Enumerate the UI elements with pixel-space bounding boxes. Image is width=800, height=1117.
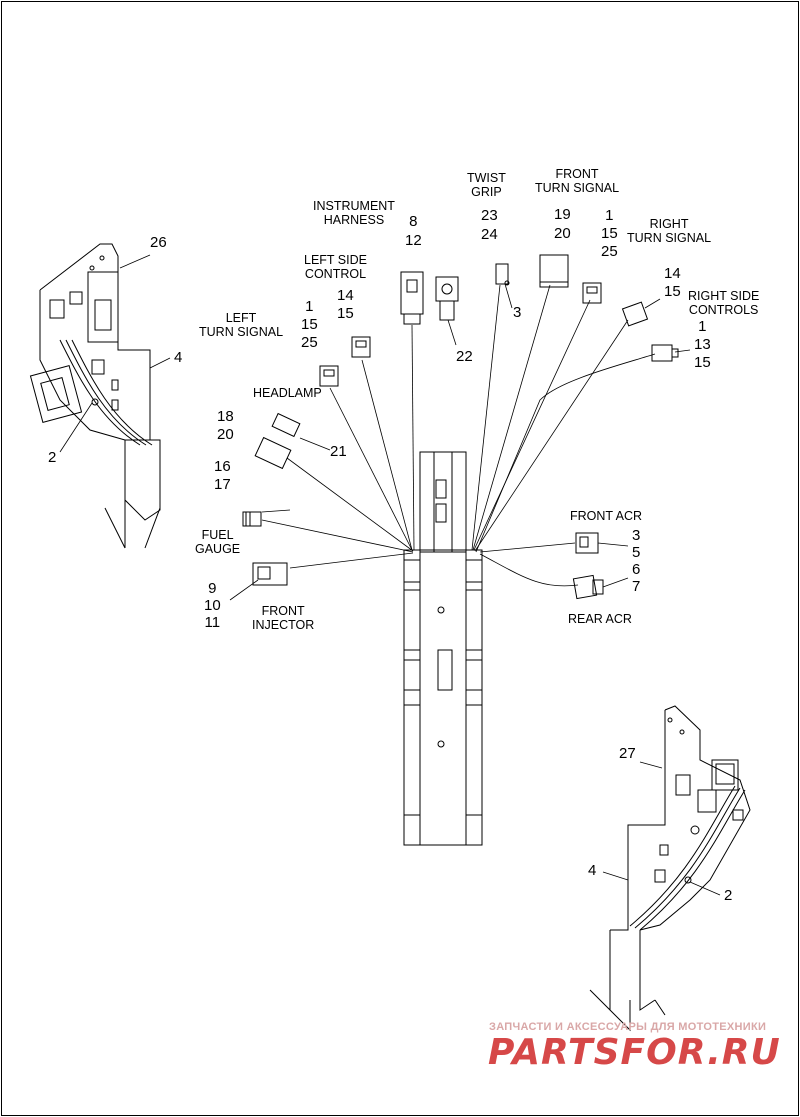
connector-22 — [435, 276, 459, 321]
label-instrument-harness: INSTRUMENT HARNESS — [313, 199, 395, 227]
twist-grip-connector — [495, 263, 510, 286]
callout-twist-grip-nums: 23 24 — [481, 207, 498, 243]
right-turn-signal-connector — [582, 282, 602, 304]
rear-acr-connector — [572, 574, 604, 600]
label-front-turn-signal: FRONT TURN SIGNAL — [535, 167, 620, 195]
label-twist-grip: TWIST GRIP — [467, 171, 506, 199]
callout-2-right: 2 — [724, 887, 733, 904]
callout-headlamp-nums: 18 20 — [217, 408, 234, 443]
callout-2-left: 2 — [48, 449, 57, 466]
callout-front-injector-nums: 9 10 11 — [204, 580, 221, 631]
left-assembly — [29, 243, 161, 549]
callout-27: 27 — [619, 745, 636, 762]
callout-4-left: 4 — [174, 349, 183, 366]
callout-22: 22 — [456, 348, 473, 365]
instrument-harness-connector — [400, 271, 424, 325]
callout-left-turn-signal-nums: 1 15 25 — [301, 298, 318, 351]
front-acr-connector — [575, 532, 599, 554]
callout-26: 26 — [150, 234, 167, 251]
callout-right-side-controls-nums: 1 13 15 — [694, 318, 711, 371]
callout-acr-nums: 3 5 6 7 — [632, 527, 641, 595]
front-turn-signal-connector — [539, 254, 569, 288]
callout-3-twist: 3 — [513, 304, 522, 321]
right-side-connector-upper — [621, 301, 649, 327]
label-right-turn-signal: RIGHT TURN SIGNAL — [627, 217, 712, 245]
label-headlamp: HEADLAMP — [253, 386, 322, 400]
right-assembly — [589, 705, 751, 1032]
watermark-brand: PARTSFOR.RU — [488, 1032, 781, 1073]
callout-21: 21 — [330, 443, 347, 460]
right-side-controls-connector — [651, 344, 679, 362]
label-left-turn-signal: LEFT TURN SIGNAL — [199, 311, 284, 339]
callout-right-side-upper-nums: 14 15 — [664, 265, 681, 300]
label-rear-acr: REAR ACR — [568, 612, 632, 626]
front-injector-connector — [252, 562, 288, 586]
callout-4-right: 4 — [588, 862, 597, 879]
left-side-control-connector — [351, 336, 371, 358]
leader-lines — [59, 254, 721, 896]
callout-instrument-harness-nums: 8 12 — [405, 213, 422, 249]
label-fuel-gauge: FUEL GAUGE — [195, 528, 241, 556]
callout-right-turn-signal-nums: 1 15 25 — [601, 207, 618, 260]
label-left-side-control: LEFT SIDE CONTROL — [304, 253, 367, 281]
watermark-tagline: ЗАПЧАСТИ И АКСЕССУАРЫ ДЛЯ МОТОТЕХНИКИ — [489, 1021, 767, 1033]
frame-backbone — [403, 451, 483, 846]
label-front-injector: FRONT INJECTOR — [252, 604, 315, 632]
callout-left-side-control-nums: 14 15 — [337, 287, 354, 322]
headlamp-connector — [254, 412, 301, 470]
callout-front-turn-signal-nums: 19 20 — [554, 206, 571, 242]
label-right-side-controls: RIGHT SIDE CONTROLS — [688, 289, 760, 317]
left-turn-signal-connector — [319, 365, 339, 387]
connectors — [242, 254, 679, 600]
callout-fuel-gauge-nums: 16 17 — [214, 458, 231, 493]
harness-wires — [261, 284, 656, 587]
fuel-gauge-connector — [242, 511, 262, 527]
label-front-acr: FRONT ACR — [570, 509, 642, 523]
